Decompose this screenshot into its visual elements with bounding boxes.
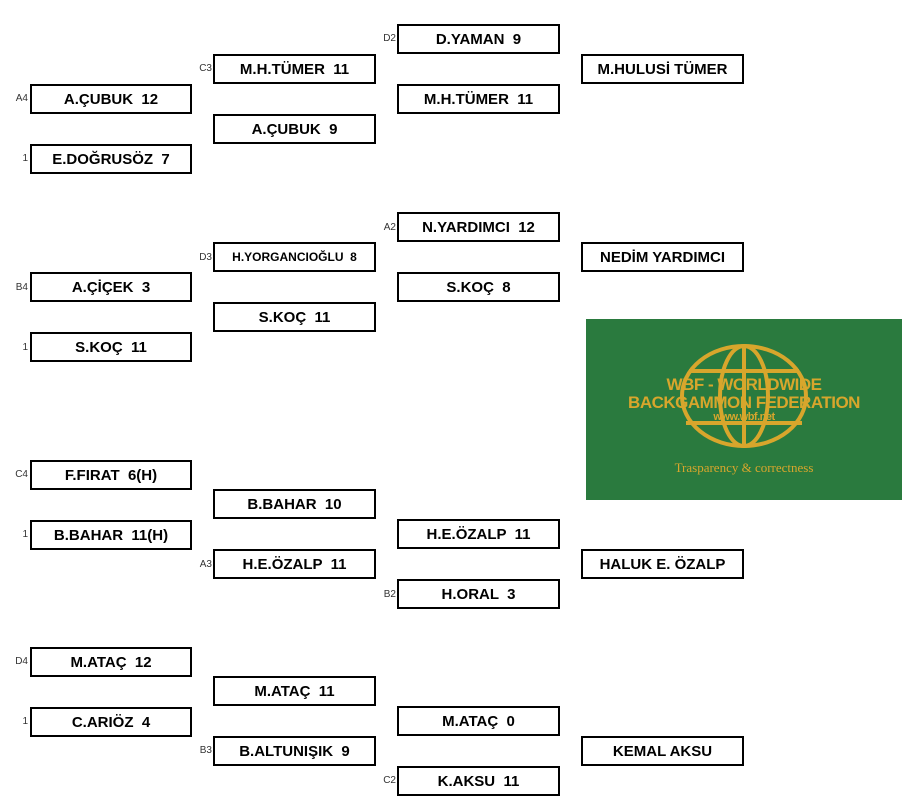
- round1-entry: F.FIRAT 6(H): [30, 460, 192, 490]
- round3-entry: M.ATAÇ 0: [397, 706, 560, 736]
- winner-entry: NEDİM YARDIMCI: [581, 242, 744, 272]
- seed-label: D2: [383, 33, 396, 44]
- logo-tagline: Trasparency & correctness: [674, 460, 814, 475]
- round2-entry: M.H.TÜMER 11: [213, 54, 376, 84]
- round3-entry: K.AKSU 11: [397, 766, 560, 796]
- round1-entry: A.ÇUBUK 12: [30, 84, 192, 114]
- logo-url: www.wbf.net: [713, 411, 775, 423]
- round2-entry: A.ÇUBUK 9: [213, 114, 376, 144]
- seed-label: 1: [22, 529, 28, 540]
- round3-entry: H.ORAL 3: [397, 579, 560, 609]
- round2-entry: S.KOÇ 11: [213, 302, 376, 332]
- seed-label: C4: [15, 469, 28, 480]
- seed-label: B4: [15, 282, 28, 293]
- round2-entry: M.ATAÇ 11: [213, 676, 376, 706]
- round3-entry: S.KOÇ 8: [397, 272, 560, 302]
- round2-entry: B.BAHAR 10: [213, 489, 376, 519]
- seed-label: 1: [22, 342, 28, 353]
- logo-subtitle: BACKGAMMON FEDERATION: [628, 393, 860, 412]
- round2-entry: H.E.ÖZALP 11: [213, 549, 376, 579]
- seed-label: C2: [383, 775, 396, 786]
- round1-entry: M.ATAÇ 12: [30, 647, 192, 677]
- globe-icon: [680, 344, 808, 448]
- round3-entry: M.H.TÜMER 11: [397, 84, 560, 114]
- wbf-logo: WBF - WORLDWIDE BACKGAMMON FEDERATION ww…: [586, 319, 902, 500]
- seed-label: B3: [199, 745, 212, 756]
- round1-entry: C.ARIÖZ 4: [30, 707, 192, 737]
- round2-entry: H.YORGANCIOĞLU 8: [213, 242, 376, 272]
- winner-entry: HALUK E. ÖZALP: [581, 549, 744, 579]
- round1-entry: S.KOÇ 11: [30, 332, 192, 362]
- winner-entry: KEMAL AKSU: [581, 736, 744, 766]
- seed-label: C3: [199, 63, 212, 74]
- round3-entry: N.YARDIMCI 12: [397, 212, 560, 242]
- winner-entry: M.HULUSİ TÜMER: [581, 54, 744, 84]
- seed-label: A2: [383, 222, 396, 233]
- round1-entry: B.BAHAR 11(H): [30, 520, 192, 550]
- round1-entry: A.ÇİÇEK 3: [30, 272, 192, 302]
- seed-label: A3: [199, 559, 212, 570]
- seed-label: B2: [383, 589, 396, 600]
- round3-entry: D.YAMAN 9: [397, 24, 560, 54]
- round3-entry: H.E.ÖZALP 11: [397, 519, 560, 549]
- seed-label: 1: [22, 716, 28, 727]
- round2-entry: B.ALTUNIŞIK 9: [213, 736, 376, 766]
- seed-label: D4: [15, 656, 28, 667]
- round1-entry: E.DOĞRUSÖZ 7: [30, 144, 192, 174]
- logo-title: WBF - WORLDWIDE: [666, 375, 822, 394]
- seed-label: D3: [199, 252, 212, 263]
- seed-label: A4: [15, 93, 28, 104]
- seed-label: 1: [22, 153, 28, 164]
